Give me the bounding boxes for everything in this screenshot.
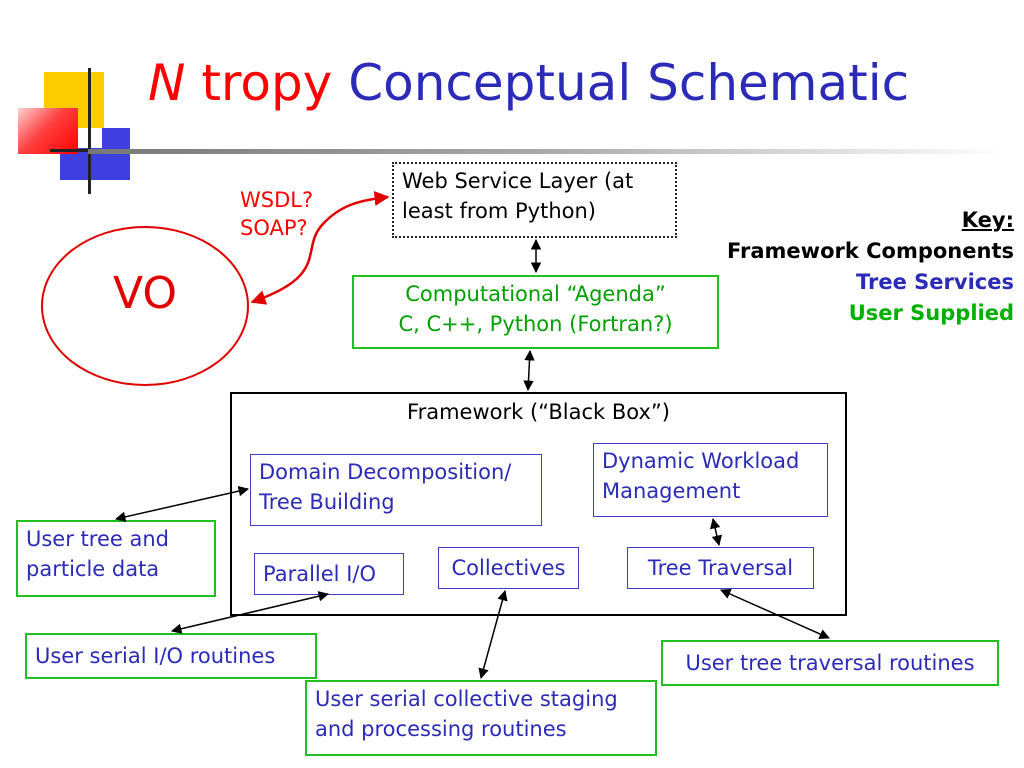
traversal-user-routines-arrow <box>720 589 830 639</box>
title-tropy: tropy <box>201 54 333 112</box>
user-collective-staging-line1: User serial collective staging <box>315 687 618 711</box>
title-n: N <box>148 54 186 112</box>
key-framework-components: Framework Components <box>727 239 1014 263</box>
collectives-box: Collectives <box>438 547 579 589</box>
parallel-io-user-serial-arrow <box>170 591 330 634</box>
dynamic-workload-line1: Dynamic Workload <box>602 449 800 473</box>
domain-decomposition-line1: Domain Decomposition/ <box>259 460 512 484</box>
user-tree-particle-line1: User tree and <box>26 527 169 551</box>
web-service-line2: least from Python) <box>402 199 597 223</box>
agenda-line1: Computational “Agenda” <box>405 282 666 306</box>
parallel-io-box: Parallel I/O <box>254 553 404 595</box>
user-collective-staging-box: User serial collective staging and proce… <box>305 680 657 756</box>
framework-label: Framework (“Black Box”) <box>407 400 670 424</box>
key-title: Key: <box>961 208 1014 232</box>
vo-ellipse <box>41 226 249 386</box>
web-service-layer-box: Web Service Layer (at least from Python) <box>392 162 677 238</box>
domain-decomposition-line2: Tree Building <box>259 490 395 514</box>
slide-title: N tropy Conceptual Schematic <box>148 58 909 108</box>
key-user-supplied: User Supplied <box>848 301 1014 325</box>
tree-traversal-box: Tree Traversal <box>627 547 814 589</box>
legend-key: Key: Framework Components Tree Services … <box>727 205 1014 329</box>
user-serial-io-box: User serial I/O routines <box>25 633 317 679</box>
user-tree-particle-line2: particle data <box>26 557 160 581</box>
user-collective-staging-line2: and processing routines <box>315 717 567 741</box>
vo-webservice-arrow <box>250 190 390 305</box>
vo-label: VO <box>113 268 177 319</box>
dynamic-workload-box: Dynamic Workload Management <box>593 443 828 517</box>
title-rule <box>88 149 1008 154</box>
domain-user-tree-arrow <box>114 485 250 523</box>
user-tree-traversal-routines-box: User tree traversal routines <box>661 640 999 686</box>
workload-traversal-arrow <box>710 517 722 547</box>
collectives-user-staging-arrow <box>478 589 508 680</box>
agenda-framework-arrow <box>523 349 535 392</box>
agenda-line2: C, C++, Python (Fortran?) <box>398 312 673 336</box>
computational-agenda-box: Computational “Agenda” C, C++, Python (F… <box>352 275 719 349</box>
user-tree-particle-box: User tree and particle data <box>16 520 216 597</box>
dynamic-workload-line2: Management <box>602 479 741 503</box>
web-service-line1: Web Service Layer (at <box>402 169 634 193</box>
key-tree-services: Tree Services <box>856 270 1014 294</box>
domain-decomposition-box: Domain Decomposition/ Tree Building <box>250 454 542 526</box>
logo-vertical-line <box>88 68 91 194</box>
logo-red-square <box>18 108 78 154</box>
title-rest: Conceptual Schematic <box>348 54 910 112</box>
